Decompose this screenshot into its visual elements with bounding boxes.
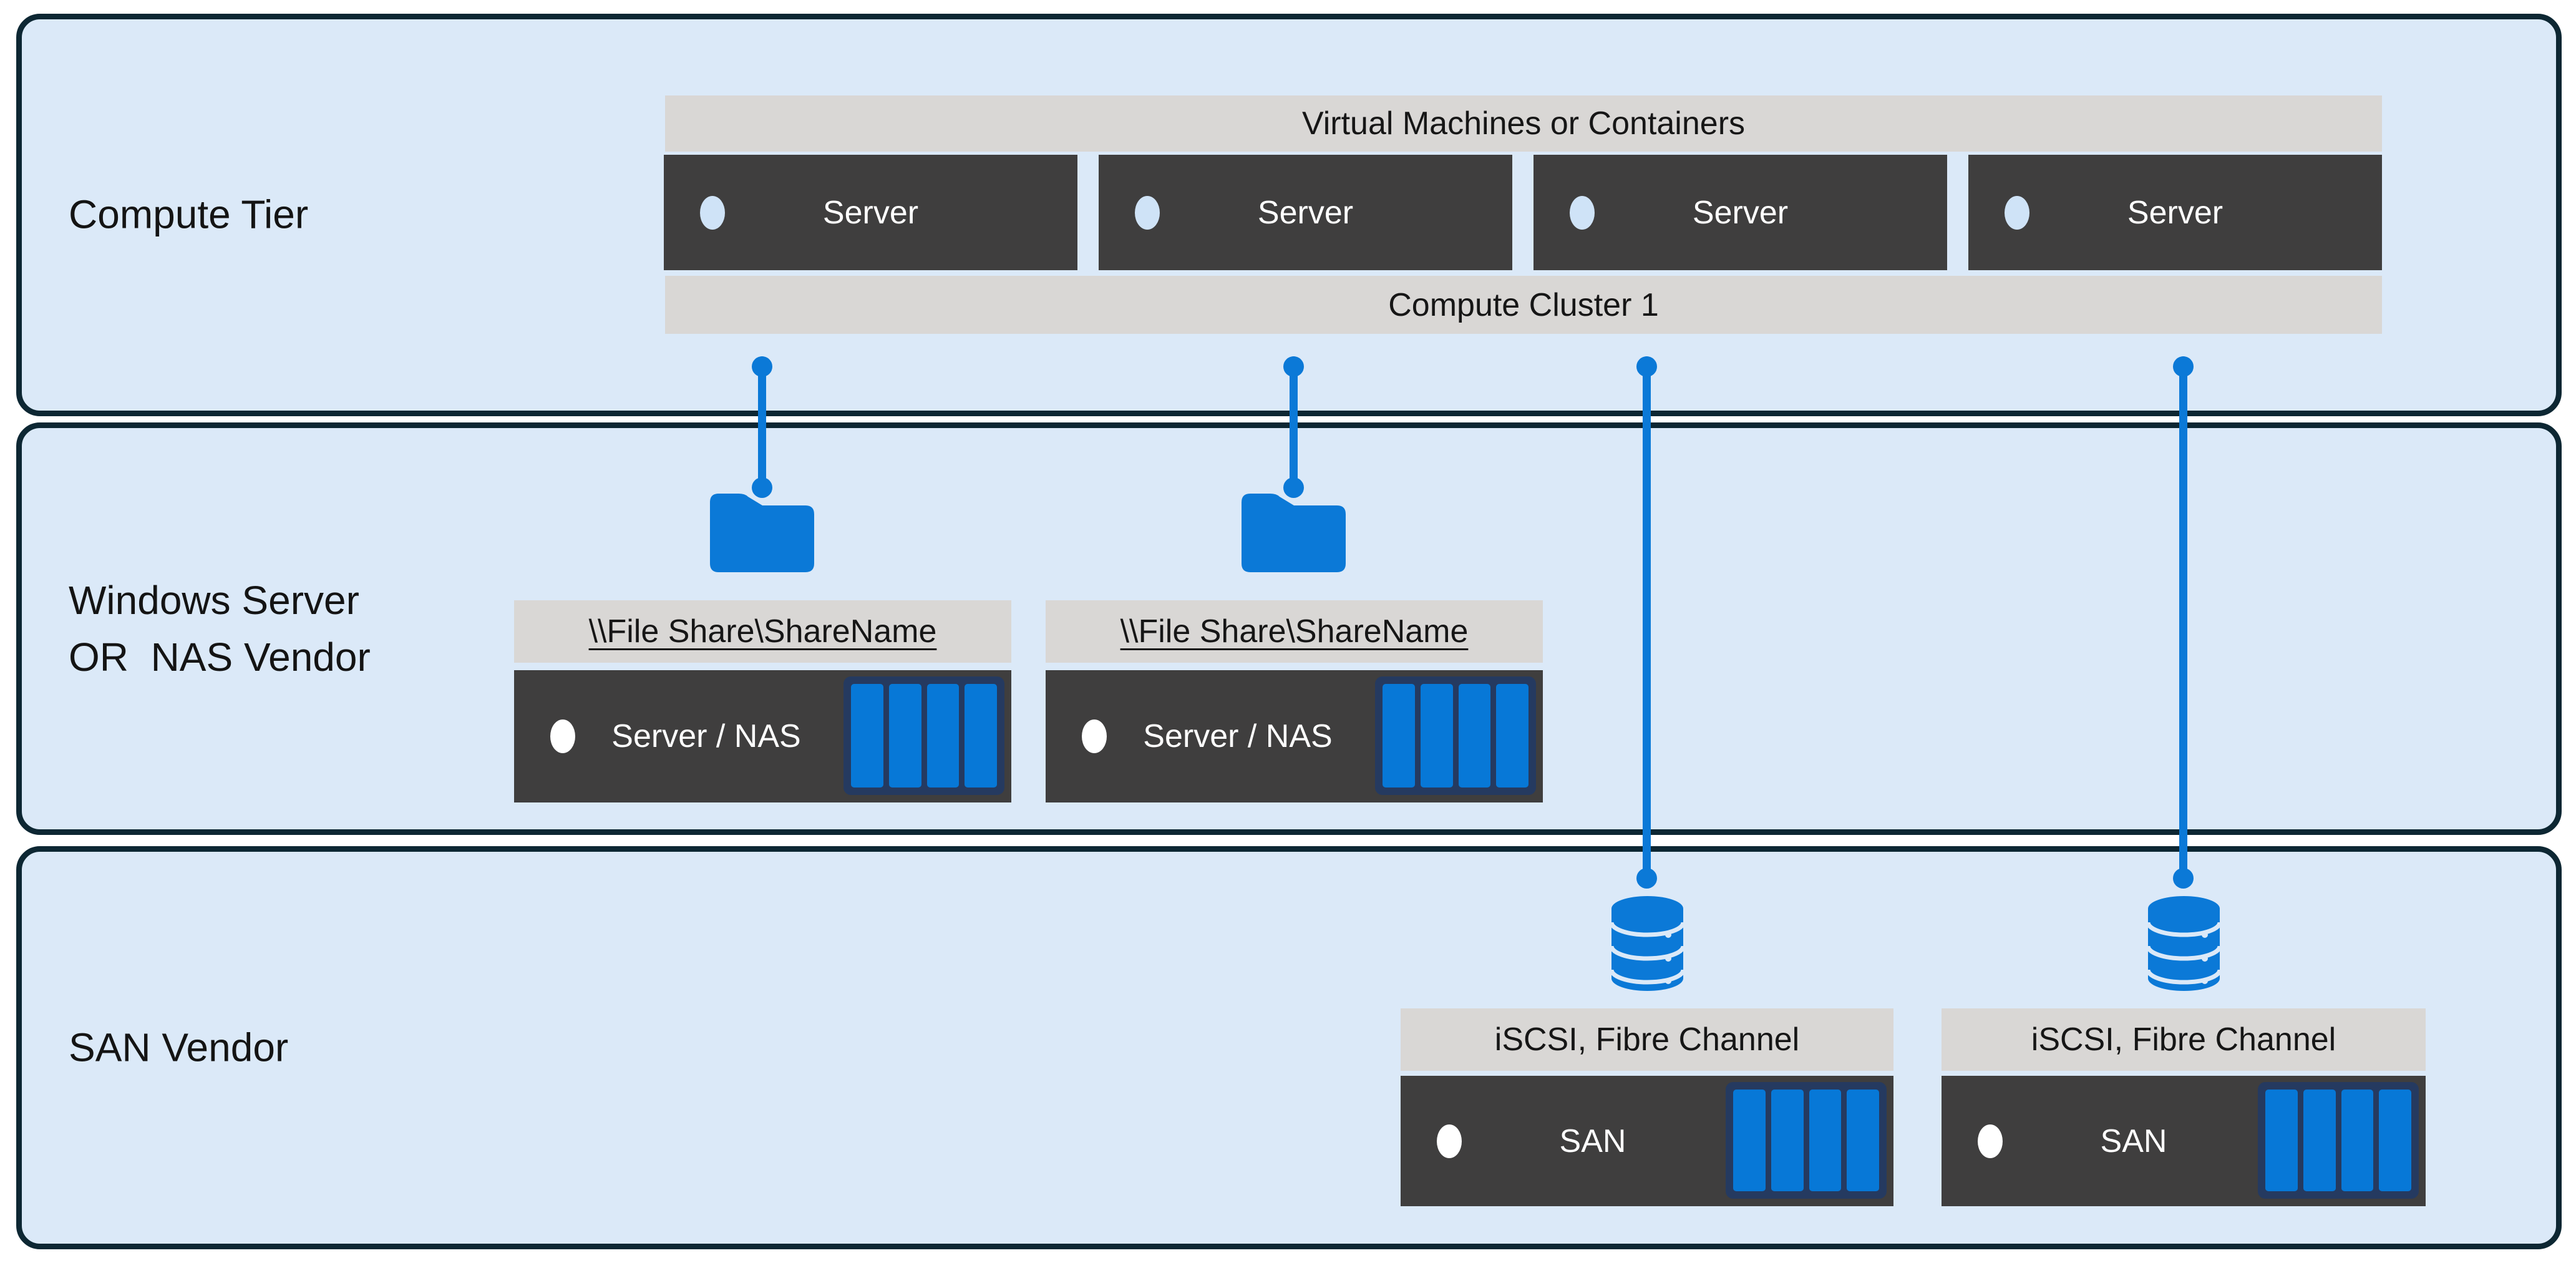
vm-containers-bar: Virtual Machines or Containers	[665, 95, 2382, 152]
power-led-icon	[1082, 719, 1107, 753]
file-share-path: \\File Share\ShareName	[588, 613, 937, 650]
drive-bar	[1733, 1090, 1766, 1191]
nas-label: Server / NAS	[1143, 718, 1333, 754]
compute-cluster-bar-label: Compute Cluster 1	[1388, 286, 1659, 323]
drive-bar	[1496, 684, 1529, 788]
server-box-2: Server	[1099, 155, 1512, 270]
vm-containers-bar-label: Virtual Machines or Containers	[1301, 105, 1746, 142]
drive-bar	[1847, 1090, 1879, 1191]
drive-bar	[1383, 684, 1415, 788]
file-share-header: \\File Share\ShareName	[1046, 600, 1543, 663]
nas-box-2: Server / NAS	[1046, 670, 1543, 802]
connector-line	[1643, 356, 1651, 886]
connector-dot	[1636, 356, 1657, 377]
drive-bar	[851, 684, 883, 788]
power-led-icon	[1570, 195, 1595, 230]
server-label: Server	[2127, 194, 2224, 231]
file-tier-label: Windows Server OR NAS Vendor	[69, 578, 371, 680]
san-protocol-label: iSCSI, Fibre Channel	[2031, 1022, 2336, 1058]
drive-bar	[2341, 1090, 2374, 1191]
drive-bay-icon	[1375, 676, 1536, 795]
connector-dot	[1636, 868, 1657, 889]
drive-bay-icon	[1726, 1082, 1887, 1199]
san-box-2: SAN	[1942, 1076, 2426, 1206]
database-icon	[1611, 896, 1683, 991]
san-protocol-header: iSCSI, Fibre Channel	[1942, 1008, 2426, 1071]
san-box-1: SAN	[1401, 1076, 1893, 1206]
drive-bar	[1420, 684, 1453, 788]
nas-box-1: Server / NAS	[514, 670, 1011, 802]
server-label: Server	[1257, 194, 1354, 231]
connector-dot	[2173, 868, 2194, 889]
connector-dot	[1283, 356, 1304, 377]
drive-bar	[888, 684, 921, 788]
database-icon	[2148, 896, 2220, 991]
power-led-icon	[1437, 1124, 1462, 1158]
connector-dot	[2173, 356, 2194, 377]
file-share-header: \\File Share\ShareName	[514, 600, 1011, 663]
power-led-icon	[1978, 1124, 2003, 1158]
san-label: SAN	[1559, 1123, 1626, 1159]
folder-icon	[1242, 494, 1346, 572]
connector-dot	[752, 356, 772, 377]
san-protocol-header: iSCSI, Fibre Channel	[1401, 1008, 1893, 1071]
power-led-icon	[2005, 195, 2029, 230]
file-share-path: \\File Share\ShareName	[1120, 613, 1469, 650]
server-label: Server	[822, 194, 919, 231]
san-label: SAN	[2100, 1123, 2167, 1159]
drive-bar	[2265, 1090, 2298, 1191]
san-tier-label: SAN Vendor	[69, 1025, 289, 1070]
connector-line	[758, 356, 766, 494]
drive-bar	[1771, 1090, 1804, 1191]
drive-bay-icon	[2258, 1082, 2419, 1199]
power-led-icon	[1135, 195, 1160, 230]
drive-bay-icon	[843, 676, 1004, 795]
drive-bar	[926, 684, 960, 788]
compute-cluster-bar: Compute Cluster 1	[665, 276, 2382, 334]
connector-line	[2179, 356, 2187, 886]
server-label: Server	[1692, 194, 1789, 231]
server-box-1: Server	[664, 155, 1077, 270]
connector-line	[1290, 356, 1298, 494]
power-led-icon	[550, 719, 575, 753]
drive-bar	[2379, 1090, 2411, 1191]
power-led-icon	[700, 195, 725, 230]
drive-bar	[1809, 1090, 1842, 1191]
server-box-3: Server	[1533, 155, 1947, 270]
folder-icon	[710, 494, 814, 572]
connector-dot	[1283, 477, 1304, 498]
nas-label: Server / NAS	[611, 718, 801, 754]
server-box-4: Server	[1968, 155, 2382, 270]
drive-bar	[1458, 684, 1491, 788]
san-protocol-label: iSCSI, Fibre Channel	[1494, 1022, 1800, 1058]
drive-bar	[965, 684, 997, 788]
drive-bar	[2303, 1090, 2336, 1191]
connector-dot	[752, 477, 772, 498]
compute-tier-label: Compute Tier	[69, 192, 309, 237]
